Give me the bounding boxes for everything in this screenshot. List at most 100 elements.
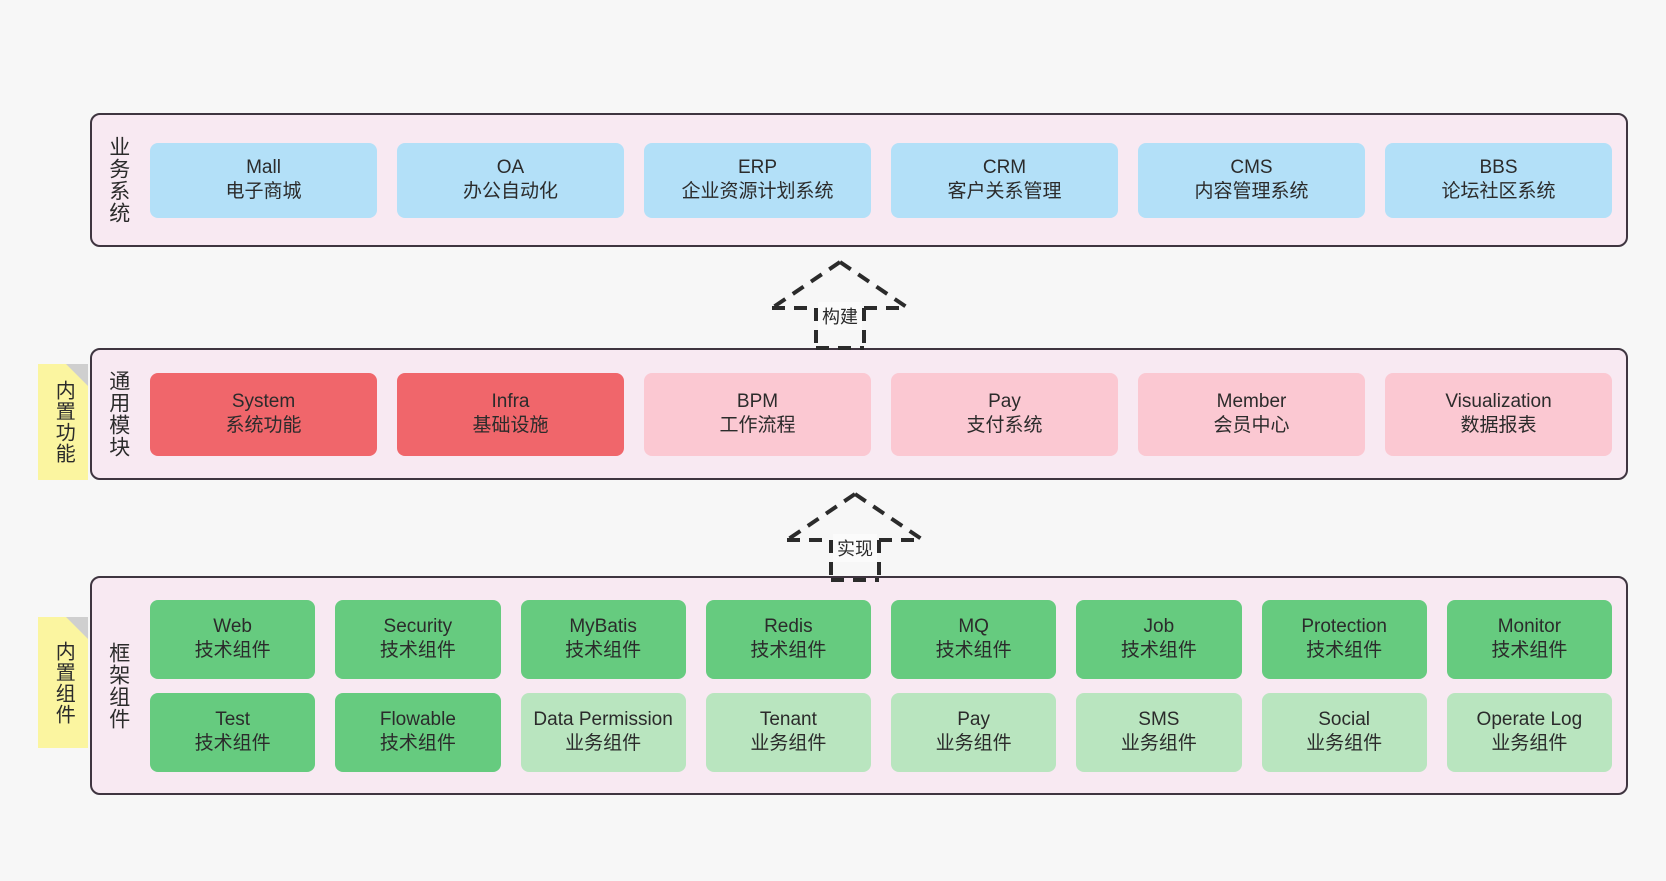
card-subtitle: 工作流程 (719, 415, 796, 436)
common-module-body: System 系统功能 Infra 基础设施 BPM 工作流程 Pay 支付系统… (144, 350, 1626, 478)
card-subtitle: 技术组件 (379, 640, 456, 661)
card-subtitle: 业务组件 (1306, 733, 1383, 754)
card-title: MQ (958, 615, 989, 637)
card-job[interactable]: Job 技术组件 (1076, 599, 1242, 679)
business-system-body: Mall 电子商城 OA 办公自动化 ERP 企业资源计划系统 CRM 客户关系… (144, 115, 1626, 245)
card-subtitle: 系统功能 (225, 415, 302, 436)
card-mall[interactable]: Mall 电子商城 (150, 142, 377, 218)
card-subtitle: 内容管理系统 (1194, 181, 1309, 202)
card-subtitle: 技术组件 (565, 640, 642, 661)
business-system-layer: 业务系统 Mall 电子商城 OA 办公自动化 ERP 企业资源计划系统 CRM… (90, 113, 1628, 247)
card-title: System (231, 390, 296, 412)
card-oa[interactable]: OA 办公自动化 (397, 142, 624, 218)
card-bpm[interactable]: BPM 工作流程 (644, 372, 871, 456)
card-pay-module[interactable]: Pay 支付系统 (891, 372, 1118, 456)
card-operate-log[interactable]: Operate Log 业务组件 (1446, 692, 1612, 772)
framework-business-row: Test 技术组件 Flowable 技术组件 Data Permission … (150, 692, 1612, 772)
card-title: CRM (982, 156, 1027, 178)
card-title: Data Permission (533, 708, 673, 730)
card-infra[interactable]: Infra 基础设施 (397, 372, 624, 456)
arrow-implement: 实现 (775, 490, 935, 582)
common-module-row: System 系统功能 Infra 基础设施 BPM 工作流程 Pay 支付系统… (150, 372, 1612, 456)
card-subtitle: 业务组件 (935, 733, 1012, 754)
arrow-build-label: 构建 (818, 302, 862, 330)
card-crm[interactable]: CRM 客户关系管理 (891, 142, 1118, 218)
card-subtitle: 业务组件 (565, 733, 642, 754)
card-title: Infra (491, 390, 530, 412)
card-title: Member (1216, 390, 1287, 412)
card-visualization[interactable]: Visualization 数据报表 (1385, 372, 1612, 456)
card-title: Redis (764, 615, 813, 637)
card-subtitle: 办公自动化 (462, 181, 558, 202)
card-title: Mall (246, 156, 281, 178)
card-title: Tenant (759, 708, 817, 730)
card-subtitle: 技术组件 (194, 733, 271, 754)
card-title: Job (1143, 615, 1175, 637)
card-subtitle: 企业资源计划系统 (681, 181, 834, 202)
card-title: BBS (1479, 156, 1518, 178)
business-system-row: Mall 电子商城 OA 办公自动化 ERP 企业资源计划系统 CRM 客户关系… (150, 142, 1612, 218)
arrow-build: 构建 (760, 258, 920, 350)
card-system[interactable]: System 系统功能 (150, 372, 377, 456)
card-flowable[interactable]: Flowable 技术组件 (335, 692, 501, 772)
card-title: Test (215, 708, 251, 730)
card-sms[interactable]: SMS 业务组件 (1076, 692, 1242, 772)
card-title: BPM (736, 390, 779, 412)
card-subtitle: 技术组件 (379, 733, 456, 754)
card-subtitle: 业务组件 (1120, 733, 1197, 754)
card-redis[interactable]: Redis 技术组件 (705, 599, 871, 679)
common-module-layer: 通用模块 System 系统功能 Infra 基础设施 BPM 工作流程 Pay… (90, 348, 1628, 480)
note-fold-corner-icon (66, 617, 88, 639)
arrow-implement-label: 实现 (833, 534, 877, 562)
card-title: Operate Log (1476, 708, 1583, 730)
card-title: Visualization (1445, 390, 1552, 412)
arrow-implement-glyph (785, 492, 925, 582)
note-text: 内置功能 (52, 380, 75, 464)
card-subtitle: 数据报表 (1460, 415, 1537, 436)
note-builtin-components: 内置组件 (38, 617, 88, 748)
card-erp[interactable]: ERP 企业资源计划系统 (644, 142, 871, 218)
card-mybatis[interactable]: MyBatis 技术组件 (520, 599, 686, 679)
arrow-build-glyph (770, 260, 910, 350)
card-subtitle: 技术组件 (1491, 640, 1568, 661)
card-data-permission[interactable]: Data Permission 业务组件 (520, 692, 686, 772)
card-title: Web (213, 615, 252, 637)
card-security[interactable]: Security 技术组件 (335, 599, 501, 679)
card-member[interactable]: Member 会员中心 (1138, 372, 1365, 456)
card-cms[interactable]: CMS 内容管理系统 (1138, 142, 1365, 218)
card-title: CMS (1230, 156, 1273, 178)
card-pay-component[interactable]: Pay 业务组件 (891, 692, 1057, 772)
card-title: Pay (957, 708, 990, 730)
card-subtitle: 技术组件 (1306, 640, 1383, 661)
card-test[interactable]: Test 技术组件 (150, 692, 316, 772)
card-title: OA (496, 156, 525, 178)
note-builtin-functions: 内置功能 (38, 364, 88, 480)
card-tenant[interactable]: Tenant 业务组件 (705, 692, 871, 772)
card-bbs[interactable]: BBS 论坛社区系统 (1385, 142, 1612, 218)
layer-title-common-module: 通用模块 (106, 370, 130, 458)
card-subtitle: 技术组件 (194, 640, 271, 661)
card-subtitle: 技术组件 (1120, 640, 1197, 661)
card-title: SMS (1138, 708, 1180, 730)
card-subtitle: 会员中心 (1213, 415, 1290, 436)
note-text: 内置组件 (52, 640, 75, 725)
card-protection[interactable]: Protection 技术组件 (1261, 599, 1427, 679)
card-subtitle: 基础设施 (472, 415, 549, 436)
card-subtitle: 业务组件 (1491, 733, 1568, 754)
card-social[interactable]: Social 业务组件 (1261, 692, 1427, 772)
card-subtitle: 电子商城 (225, 181, 302, 202)
card-monitor[interactable]: Monitor 技术组件 (1446, 599, 1612, 679)
card-subtitle: 支付系统 (966, 415, 1043, 436)
layer-title-business-system: 业务系统 (106, 136, 130, 224)
framework-component-body: Web 技术组件 Security 技术组件 MyBatis 技术组件 Redi… (144, 578, 1626, 793)
card-title: Monitor (1497, 615, 1562, 637)
card-title: ERP (737, 156, 778, 178)
card-subtitle: 业务组件 (750, 733, 827, 754)
card-title: Security (383, 615, 453, 637)
card-mq[interactable]: MQ 技术组件 (891, 599, 1057, 679)
card-subtitle: 论坛社区系统 (1441, 181, 1556, 202)
card-title: MyBatis (569, 615, 637, 637)
card-web[interactable]: Web 技术组件 (150, 599, 316, 679)
framework-component-layer: 框架组件 Web 技术组件 Security 技术组件 MyBatis 技术组件… (90, 576, 1628, 795)
